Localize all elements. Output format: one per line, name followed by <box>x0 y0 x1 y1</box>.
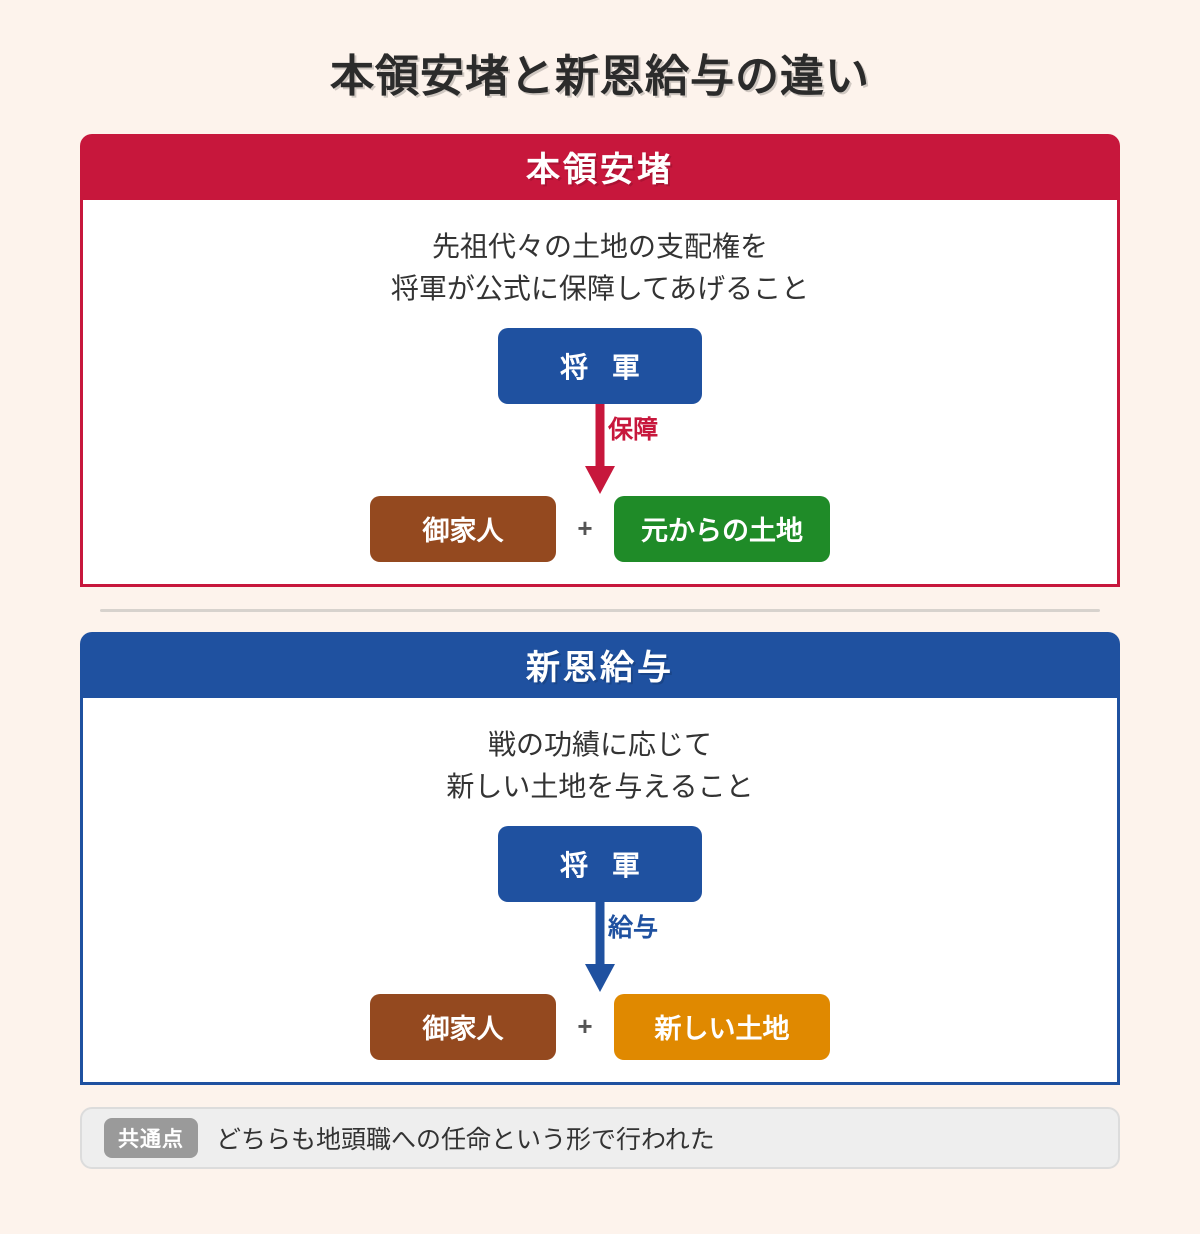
page-title: 本領安堵と新恩給与の違い <box>330 52 870 102</box>
description-line-1: 先祖代々の土地の支配権を <box>431 230 768 262</box>
down-arrow-icon <box>585 901 615 992</box>
infographic-page: 本領安堵と新恩給与の違い 本領安堵 先祖代々の土地の支配権を 将軍が公式に保障し… <box>0 29 1200 1234</box>
section-honryo-ando: 本領安堵 先祖代々の土地の支配権を 将軍が公式に保障してあげること 将 軍 保障… <box>80 133 1120 587</box>
plus-operator-honryo: + <box>577 513 593 544</box>
section-header-honryo-ando: 本領安堵 <box>80 133 1120 200</box>
common-point-badge: 共通点 <box>104 1117 198 1158</box>
node-gokenin-shinon: 御家人 <box>370 993 556 1060</box>
section-divider <box>100 608 1100 612</box>
arrow-zone-shinon: 給与 <box>450 901 750 994</box>
description-line-2: 新しい土地を与えること <box>446 770 754 802</box>
node-shogun-honryo: 将 軍 <box>498 327 702 404</box>
arrow-zone-honryo: 保障 <box>450 403 750 496</box>
section-header-shin-on-kyuyo: 新恩給与 <box>80 631 1120 698</box>
node-gokenin-honryo: 御家人 <box>370 495 556 562</box>
node-original-land: 元からの土地 <box>614 495 830 562</box>
section-shin-on-kyuyo: 新恩給与 戦の功績に応じて 新しい土地を与えること 将 軍 給与 御家人 + <box>80 631 1120 1085</box>
section-description-shin-on-kyuyo: 戦の功績に応じて 新しい土地を与えること <box>103 724 1097 808</box>
common-point-text: どちらも地頭職への任命という形で行われた <box>216 1125 715 1154</box>
arrow-label-hosho: 保障 <box>608 415 659 444</box>
section-body-honryo-ando: 先祖代々の土地の支配権を 将軍が公式に保障してあげること 将 軍 保障 御家人 … <box>80 199 1120 587</box>
description-line-1: 戦の功績に応じて <box>487 728 712 760</box>
diagram-shin-on-kyuyo: 将 軍 給与 御家人 + 新しい土地 <box>103 825 1097 1060</box>
node-shogun-shinon: 将 軍 <box>498 825 702 902</box>
bottom-row-shinon: 御家人 + 新しい土地 <box>370 993 830 1060</box>
arrow-label-kyuyo: 給与 <box>608 913 659 942</box>
section-body-shin-on-kyuyo: 戦の功績に応じて 新しい土地を与えること 将 軍 給与 御家人 + 新しい土地 <box>80 697 1120 1085</box>
common-point-note: 共通点 どちらも地頭職への任命という形で行われた <box>80 1106 1120 1169</box>
plus-operator-shinon: + <box>577 1011 593 1042</box>
diagram-honryo-ando: 将 軍 保障 御家人 + 元からの土地 <box>103 327 1097 562</box>
bottom-row-honryo: 御家人 + 元からの土地 <box>370 495 830 562</box>
description-line-2: 将軍が公式に保障してあげること <box>390 272 810 304</box>
node-new-land: 新しい土地 <box>614 993 830 1060</box>
down-arrow-icon <box>585 403 615 494</box>
section-description-honryo-ando: 先祖代々の土地の支配権を 将軍が公式に保障してあげること <box>103 226 1097 310</box>
